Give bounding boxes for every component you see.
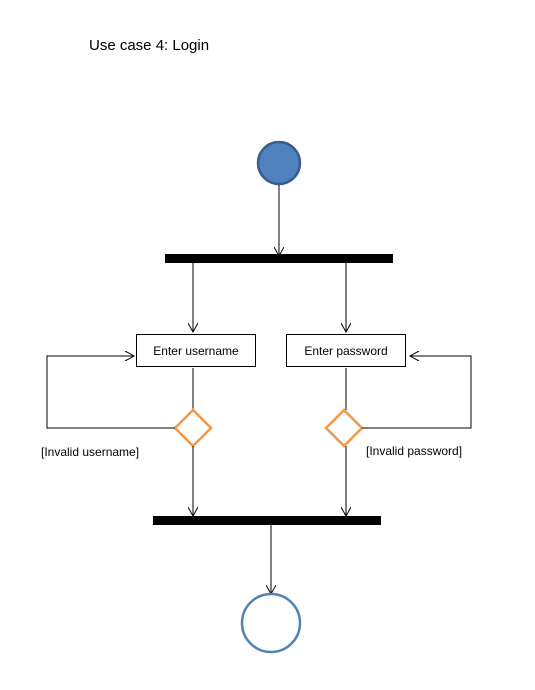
- enter-password-label: Enter password: [304, 343, 388, 358]
- initial-node: [256, 140, 302, 186]
- final-node: [240, 592, 302, 654]
- enter-password-action: Enter password: [286, 334, 406, 367]
- fork-bar: [165, 254, 393, 263]
- enter-username-label: Enter username: [153, 343, 239, 358]
- invalid-password-guard: [Invalid password]: [366, 444, 463, 458]
- invalid-username-guard: [Invalid username]: [41, 445, 140, 459]
- flow-invalid-username-loop: [46, 356, 175, 429]
- join-bar: [153, 516, 381, 525]
- password-decision: [324, 408, 364, 448]
- flow-invalid-password-loop: [362, 356, 472, 429]
- enter-username-action: Enter username: [136, 334, 256, 367]
- diagram-title: Use case 4: Login: [89, 37, 210, 54]
- username-decision: [173, 408, 213, 448]
